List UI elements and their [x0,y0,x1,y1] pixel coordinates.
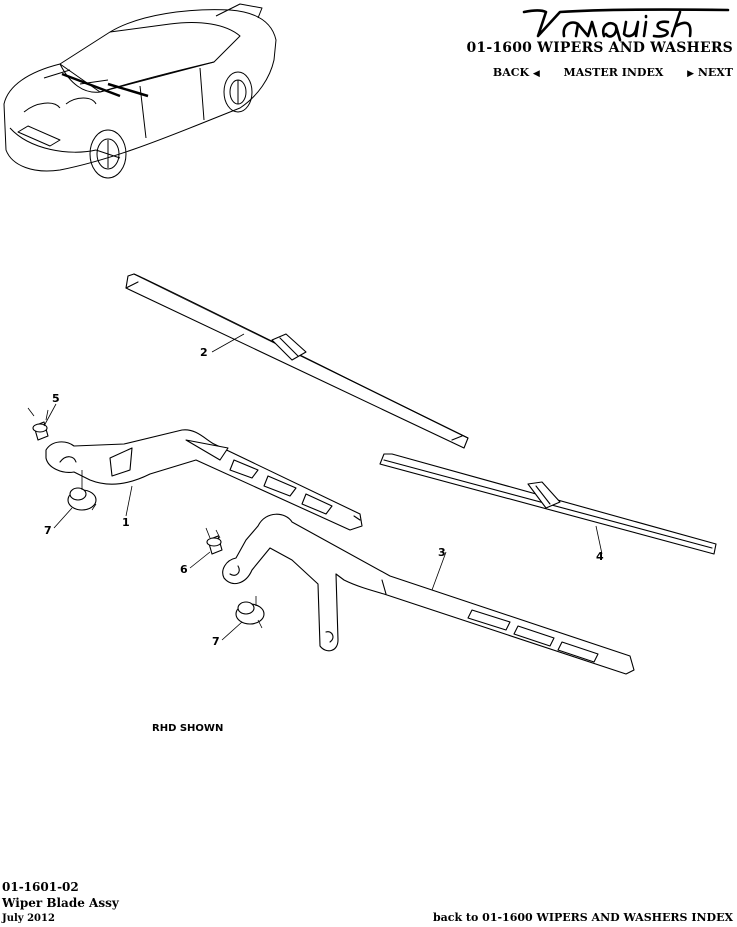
nut-lower [206,535,223,555]
part-name: Wiper Blade Assy [2,896,119,910]
wiper-arm-right [222,513,635,675]
callout-1: 1 [122,516,130,529]
next-link[interactable]: ▶ NEXT [687,66,733,79]
callout-7-upper: 7 [44,524,52,537]
car-illustration [3,3,277,179]
nut-upper [32,421,49,441]
cap-upper [67,487,97,511]
cap-lower [235,601,265,625]
back-to-index-link[interactable]: back to 01-1600 WIPERS AND WASHERS INDEX [432,911,733,924]
nav-bar: BACK ◀ MASTER INDEX ▶ NEXT [493,66,733,79]
callout-4: 4 [596,550,604,563]
callout-5: 5 [52,392,60,405]
callout-labels: 2 5 1 7 6 3 4 7 [44,346,604,648]
wiper-arm-left [45,429,363,531]
vanquish-logo [522,8,730,42]
revision-date: July 2012 [2,913,55,924]
back-label: BACK [492,66,530,79]
diagram-note: RHD SHOWN [152,723,224,734]
next-label: NEXT [697,66,733,79]
section-title: 01-1600 WIPERS AND WASHERS [466,40,733,56]
wiper-blade-short [379,453,717,555]
triangle-right-icon: ▶ [687,69,694,79]
back-link[interactable]: BACK ◀ [493,66,540,79]
master-index-link[interactable]: MASTER INDEX [563,66,664,79]
callout-3: 3 [438,546,446,559]
wiper-blade-long [125,273,469,449]
part-code: 01-1601-02 [2,880,79,894]
callout-6: 6 [180,563,188,576]
callout-2: 2 [200,346,208,359]
triangle-left-icon: ◀ [532,69,540,79]
callout-7-lower: 7 [212,635,220,648]
